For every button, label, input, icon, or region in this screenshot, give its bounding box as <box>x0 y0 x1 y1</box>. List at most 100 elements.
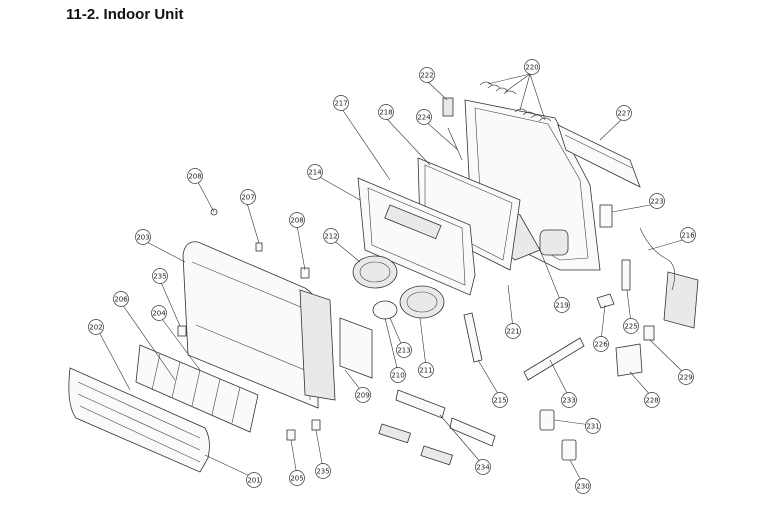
air-filter <box>135 344 259 433</box>
svg-text:203: 203 <box>136 234 149 242</box>
svg-text:210: 210 <box>391 372 404 380</box>
svg-text:212: 212 <box>324 233 337 241</box>
side-panel <box>299 289 336 401</box>
svg-text:214: 214 <box>308 169 322 177</box>
svg-text:224: 224 <box>417 114 431 122</box>
svg-text:206: 206 <box>114 296 128 304</box>
callout-225: 225 <box>623 318 639 334</box>
svg-text:227: 227 <box>617 110 630 118</box>
bottom-grille <box>68 367 210 473</box>
callout-209: 209 <box>355 387 371 403</box>
remote-holder <box>561 439 577 461</box>
callout-206: 206 <box>113 291 129 307</box>
callout-230: 230 <box>575 478 591 494</box>
callout-217: 217 <box>333 95 349 111</box>
svg-text:216: 216 <box>681 232 695 240</box>
heat-exchanger <box>417 157 521 271</box>
callout-201: 201 <box>246 472 262 488</box>
callout-211: 211 <box>418 362 434 378</box>
svg-text:221: 221 <box>506 328 519 336</box>
hinge-part <box>300 267 310 279</box>
callout-219: 219 <box>554 297 570 313</box>
callouts: 222 220 217 218 224 227 208 207 214 223 … <box>88 59 696 494</box>
filter-clip <box>177 325 187 337</box>
screw-part <box>286 429 296 441</box>
callout-213: 213 <box>396 342 412 358</box>
top-grille-strip <box>557 124 641 188</box>
callout-224: 224 <box>416 109 432 125</box>
svg-text:211: 211 <box>419 367 432 375</box>
callout-226: 226 <box>593 336 609 352</box>
callout-222: 222 <box>419 67 435 83</box>
callout-218: 218 <box>378 104 394 120</box>
callout-231: 231 <box>585 418 601 434</box>
small-screw <box>255 242 263 252</box>
callout-229: 229 <box>678 369 694 385</box>
callout-203: 203 <box>135 229 151 245</box>
callout-234: 234 <box>475 459 491 475</box>
callout-228: 228 <box>644 392 660 408</box>
svg-text:204: 204 <box>152 310 166 318</box>
callout-214: 214 <box>307 164 323 180</box>
svg-text:207: 207 <box>241 194 254 202</box>
svg-text:225: 225 <box>624 323 637 331</box>
callout-202: 202 <box>88 319 104 335</box>
terminal-cover <box>621 259 631 291</box>
svg-text:223: 223 <box>650 198 663 206</box>
svg-text:217: 217 <box>334 100 347 108</box>
cross-flow-fans <box>352 255 445 320</box>
drain-cap <box>615 343 643 377</box>
motor-bracket <box>339 317 373 379</box>
callout-204: 204 <box>151 305 167 321</box>
remote-controller <box>539 409 555 431</box>
svg-text:235: 235 <box>316 468 329 476</box>
small-bracket <box>599 204 613 228</box>
callout-235-left: 235 <box>152 268 168 284</box>
svg-text:218: 218 <box>379 109 392 117</box>
callout-205: 205 <box>289 470 305 486</box>
clip-piece <box>596 293 615 309</box>
front-chassis <box>357 177 476 296</box>
svg-text:205: 205 <box>290 475 303 483</box>
svg-text:233: 233 <box>562 397 575 405</box>
callout-223: 223 <box>649 193 665 209</box>
leader-lines <box>97 73 687 485</box>
svg-text:228: 228 <box>645 397 658 405</box>
louver-blades <box>479 81 552 122</box>
callout-216: 216 <box>680 227 696 243</box>
callout-220: 220 <box>524 59 540 75</box>
pipes <box>463 312 585 381</box>
callout-235-bottom: 235 <box>315 463 331 479</box>
svg-text:202: 202 <box>89 324 102 332</box>
svg-text:231: 231 <box>586 423 599 431</box>
cap-part <box>311 419 321 431</box>
page-title: 11-2. Indoor Unit <box>66 6 184 23</box>
sensor-bar <box>447 127 463 161</box>
small-plate <box>442 97 454 117</box>
svg-text:220: 220 <box>525 64 538 72</box>
callout-212: 212 <box>323 228 339 244</box>
svg-text:234: 234 <box>476 464 490 472</box>
svg-text:235: 235 <box>153 273 166 281</box>
callout-227: 227 <box>616 105 632 121</box>
svg-text:230: 230 <box>576 483 589 491</box>
svg-text:209: 209 <box>356 392 369 400</box>
svg-text:208: 208 <box>188 173 201 181</box>
svg-text:215: 215 <box>493 397 506 405</box>
svg-text:213: 213 <box>397 347 410 355</box>
callout-215: 215 <box>492 392 508 408</box>
callout-208-mid: 208 <box>289 212 305 228</box>
callout-207: 207 <box>240 189 256 205</box>
svg-text:222: 222 <box>420 72 433 80</box>
svg-text:219: 219 <box>555 302 568 310</box>
callout-210: 210 <box>390 367 406 383</box>
deodorizing-filters <box>378 389 496 466</box>
callout-221: 221 <box>505 323 521 339</box>
callout-233: 233 <box>561 392 577 408</box>
control-box <box>639 227 699 341</box>
svg-text:229: 229 <box>679 374 692 382</box>
svg-text:226: 226 <box>594 341 608 349</box>
svg-text:208: 208 <box>290 217 303 225</box>
callout-208-top: 208 <box>187 168 203 184</box>
